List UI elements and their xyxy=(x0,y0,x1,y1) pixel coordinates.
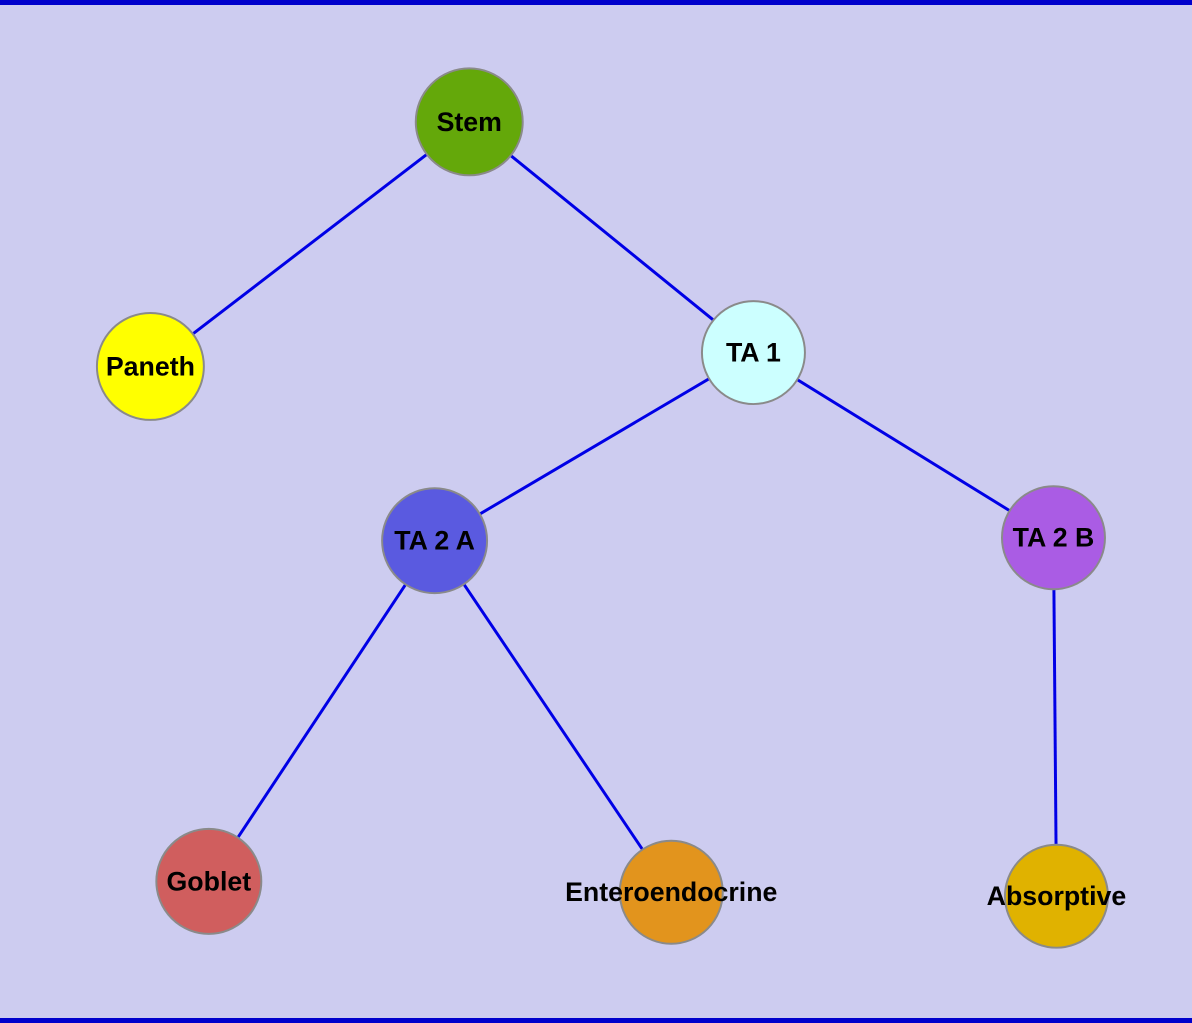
edge-ta2a-goblet xyxy=(207,539,436,883)
edge-ta1-ta2a xyxy=(433,351,755,542)
node-stem xyxy=(414,67,524,177)
node-label-ta2b: TA 2 B xyxy=(1013,523,1095,553)
edge-ta2b-absorptive xyxy=(1051,537,1058,897)
edge-ta1-ta2b xyxy=(752,351,1055,540)
node-label-ta1: TA 1 xyxy=(726,338,781,368)
node-ta1 xyxy=(700,300,806,406)
edge-stem-ta1 xyxy=(468,120,755,354)
node-goblet xyxy=(155,827,263,935)
edge-stem-paneth xyxy=(149,120,471,368)
node-absorptive xyxy=(1003,843,1109,949)
node-paneth xyxy=(95,311,205,421)
node-ta2a xyxy=(381,487,489,595)
node-label-ta2a: TA 2 A xyxy=(394,526,475,556)
node-enteroendocrine xyxy=(618,839,724,945)
node-label-goblet: Goblet xyxy=(167,866,252,896)
node-label-enteroendocrine: Enteroendocrine xyxy=(565,877,777,907)
node-ta2b xyxy=(1001,485,1106,591)
edge-ta2a-enteroendocrine xyxy=(433,539,673,894)
node-label-paneth: Paneth xyxy=(106,351,195,381)
node-label-absorptive: Absorptive xyxy=(987,881,1127,911)
node-label-stem: Stem xyxy=(437,107,502,137)
